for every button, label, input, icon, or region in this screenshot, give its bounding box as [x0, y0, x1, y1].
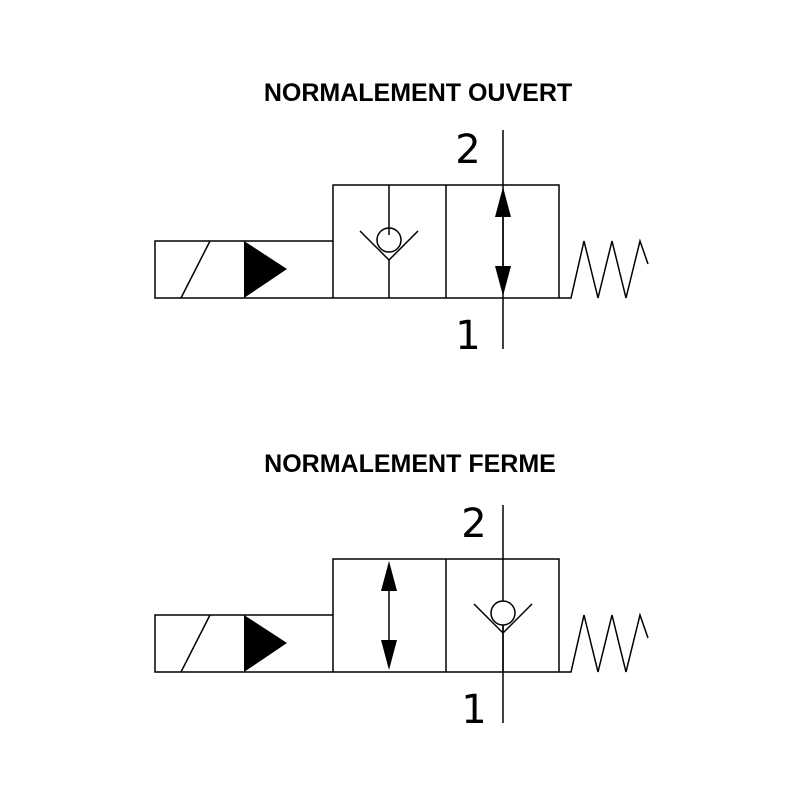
spring-icon: [559, 612, 649, 673]
arrow-up-icon: [495, 187, 511, 217]
check-seat-icon: [473, 603, 533, 635]
port-2-label: 2: [455, 127, 480, 173]
diagram-title: NORMALEMENT FERME: [264, 450, 556, 478]
solenoid-winding-stroke: [180, 614, 211, 673]
diagram-title: NORMALEMENT OUVERT: [264, 79, 572, 107]
flow-arrow-envelope: [495, 187, 511, 296]
check-seat-icon: [359, 230, 419, 262]
solenoid-actuator: [154, 240, 333, 299]
check-ball-mask: [491, 601, 515, 625]
solenoid-triangle-icon: [244, 241, 287, 298]
solenoid-actuator: [154, 614, 333, 673]
check-ball-icon: [376, 227, 402, 253]
flow-arrow-envelope: [381, 561, 397, 670]
check-valve-envelope: [359, 185, 419, 298]
port-1-label: 1: [461, 687, 486, 733]
port-1-label: 1: [455, 313, 480, 359]
arrow-down-icon: [381, 640, 397, 670]
arrow-down-icon: [495, 266, 511, 296]
solenoid-winding-stroke: [180, 240, 211, 299]
spring-icon: [559, 238, 649, 299]
diagram-normally-closed: NORMALEMENT FERME 2 1: [154, 450, 649, 733]
check-ball-icon: [490, 600, 516, 626]
solenoid-triangle-icon: [244, 615, 287, 672]
arrow-up-icon: [381, 561, 397, 591]
check-valve-envelope: [473, 600, 533, 672]
diagram-normally-open: NORMALEMENT OUVERT 2 1: [154, 79, 649, 359]
port-2-label: 2: [461, 501, 486, 547]
